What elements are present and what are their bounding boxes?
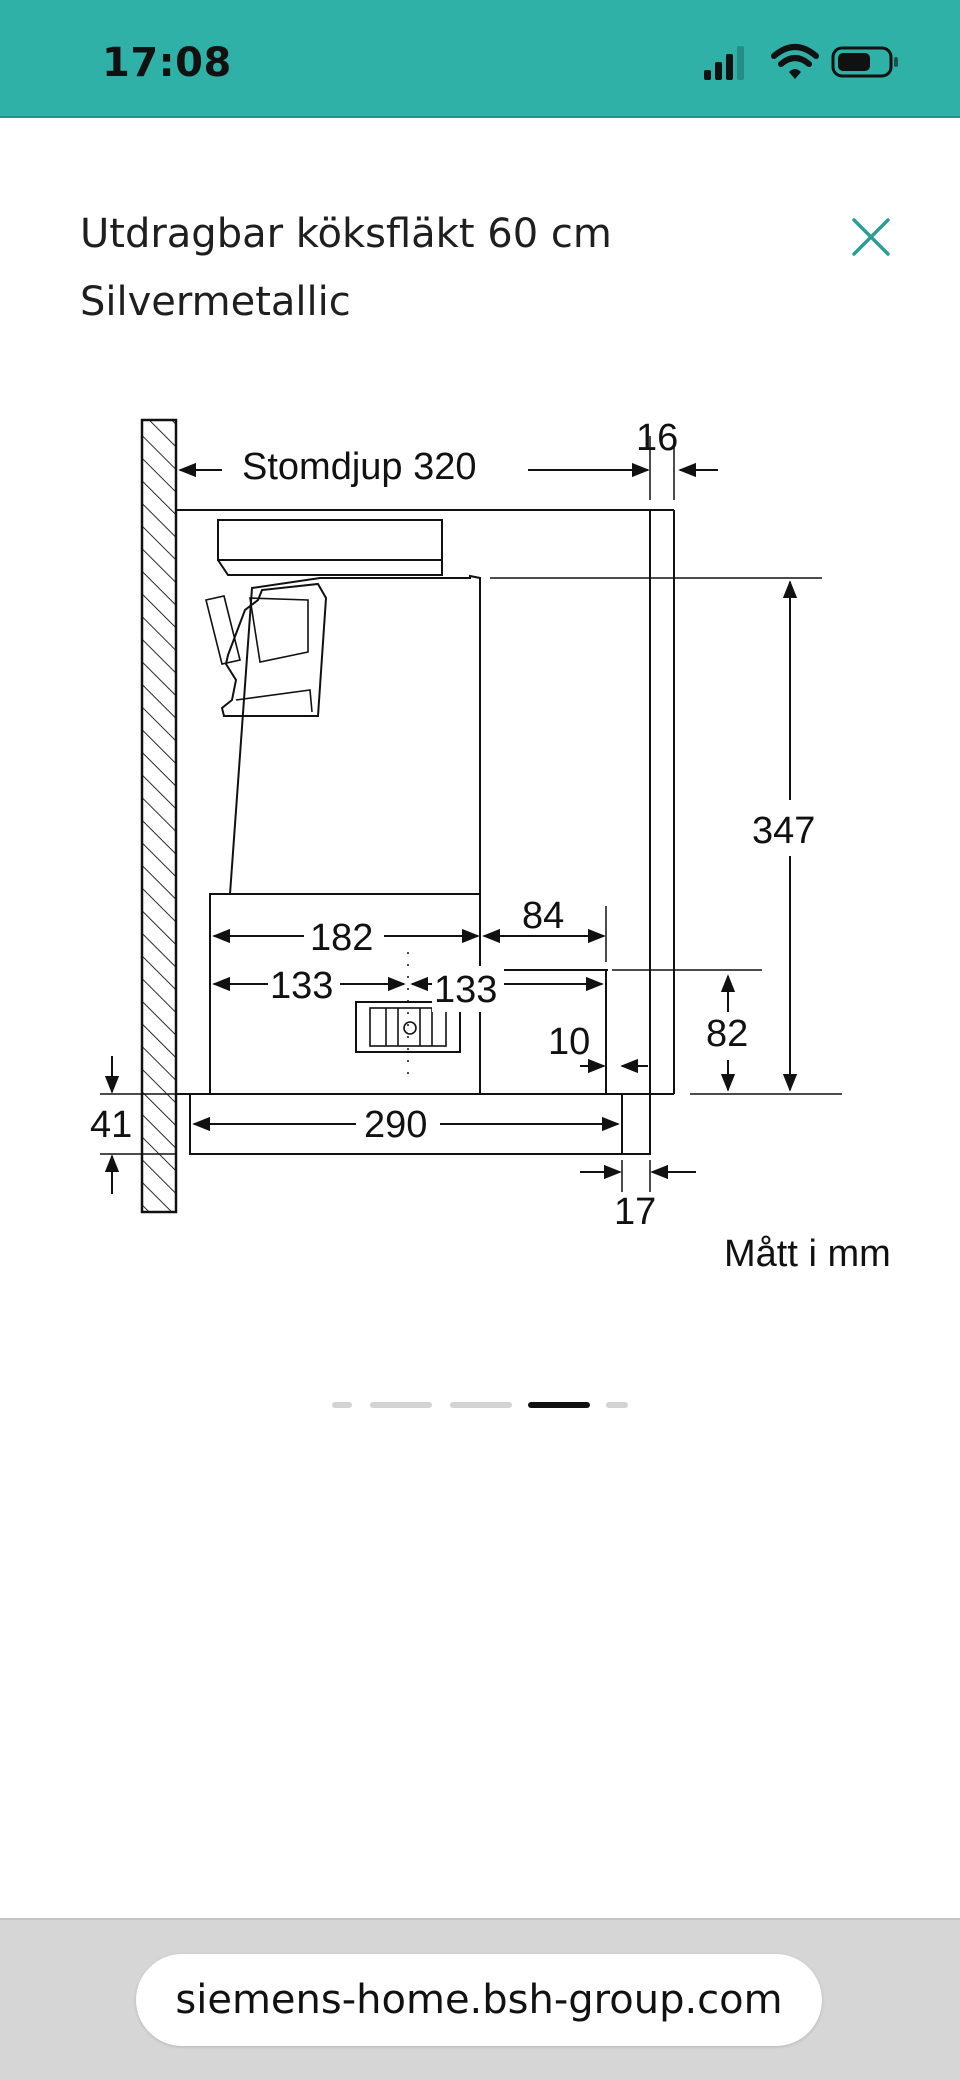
status-time: 17:08 bbox=[102, 40, 232, 86]
label-133-left: 133 bbox=[270, 965, 333, 1007]
browser-bottom-bar: siemens-home.bsh-group.com bbox=[0, 1918, 960, 2080]
label-84: 84 bbox=[522, 895, 564, 937]
label-133-right: 133 bbox=[434, 969, 497, 1011]
url-bar[interactable]: siemens-home.bsh-group.com bbox=[136, 1954, 822, 2046]
label-16: 16 bbox=[636, 417, 678, 459]
url-text: siemens-home.bsh-group.com bbox=[175, 1977, 783, 2023]
hood-body bbox=[228, 574, 481, 895]
pager-dot-2[interactable] bbox=[370, 1402, 432, 1408]
label-10: 10 bbox=[548, 1021, 590, 1063]
close-icon bbox=[852, 218, 890, 256]
image-pager bbox=[0, 1396, 960, 1416]
label-stomdjup: Stomdjup 320 bbox=[242, 446, 477, 488]
hood-top-plate bbox=[217, 519, 443, 561]
battery-icon bbox=[831, 46, 898, 78]
product-title-line-2: Silvermetallic bbox=[80, 279, 351, 325]
pager-dot-1[interactable] bbox=[332, 1402, 352, 1408]
status-icons bbox=[690, 40, 930, 84]
pager-dot-5[interactable] bbox=[606, 1402, 628, 1408]
pager-dot-4[interactable] bbox=[528, 1402, 590, 1408]
status-bar: 17:08 bbox=[0, 0, 960, 118]
close-button[interactable] bbox=[846, 212, 896, 262]
front-panel-edge bbox=[621, 1093, 651, 1155]
wifi-icon bbox=[771, 44, 819, 79]
cellular-signal-icon bbox=[704, 46, 744, 80]
label-182: 182 bbox=[310, 917, 373, 959]
label-82: 82 bbox=[706, 1013, 748, 1055]
wall-hatch bbox=[140, 418, 178, 1214]
label-290: 290 bbox=[364, 1104, 427, 1146]
label-17: 17 bbox=[614, 1191, 656, 1233]
label-units: Mått i mm bbox=[724, 1233, 891, 1275]
label-41: 41 bbox=[90, 1104, 132, 1146]
dimension-drawing: Stomdjup 320 16 347 182 84 133 133 82 10… bbox=[90, 417, 891, 1275]
product-title: Utdragbar köksfläkt 60 cm Silvermetallic bbox=[80, 200, 800, 336]
hood-motor bbox=[220, 582, 328, 717]
product-title-line-1: Utdragbar köksfläkt 60 cm bbox=[80, 211, 612, 257]
label-347: 347 bbox=[752, 810, 815, 852]
pager-dot-3[interactable] bbox=[450, 1402, 512, 1408]
